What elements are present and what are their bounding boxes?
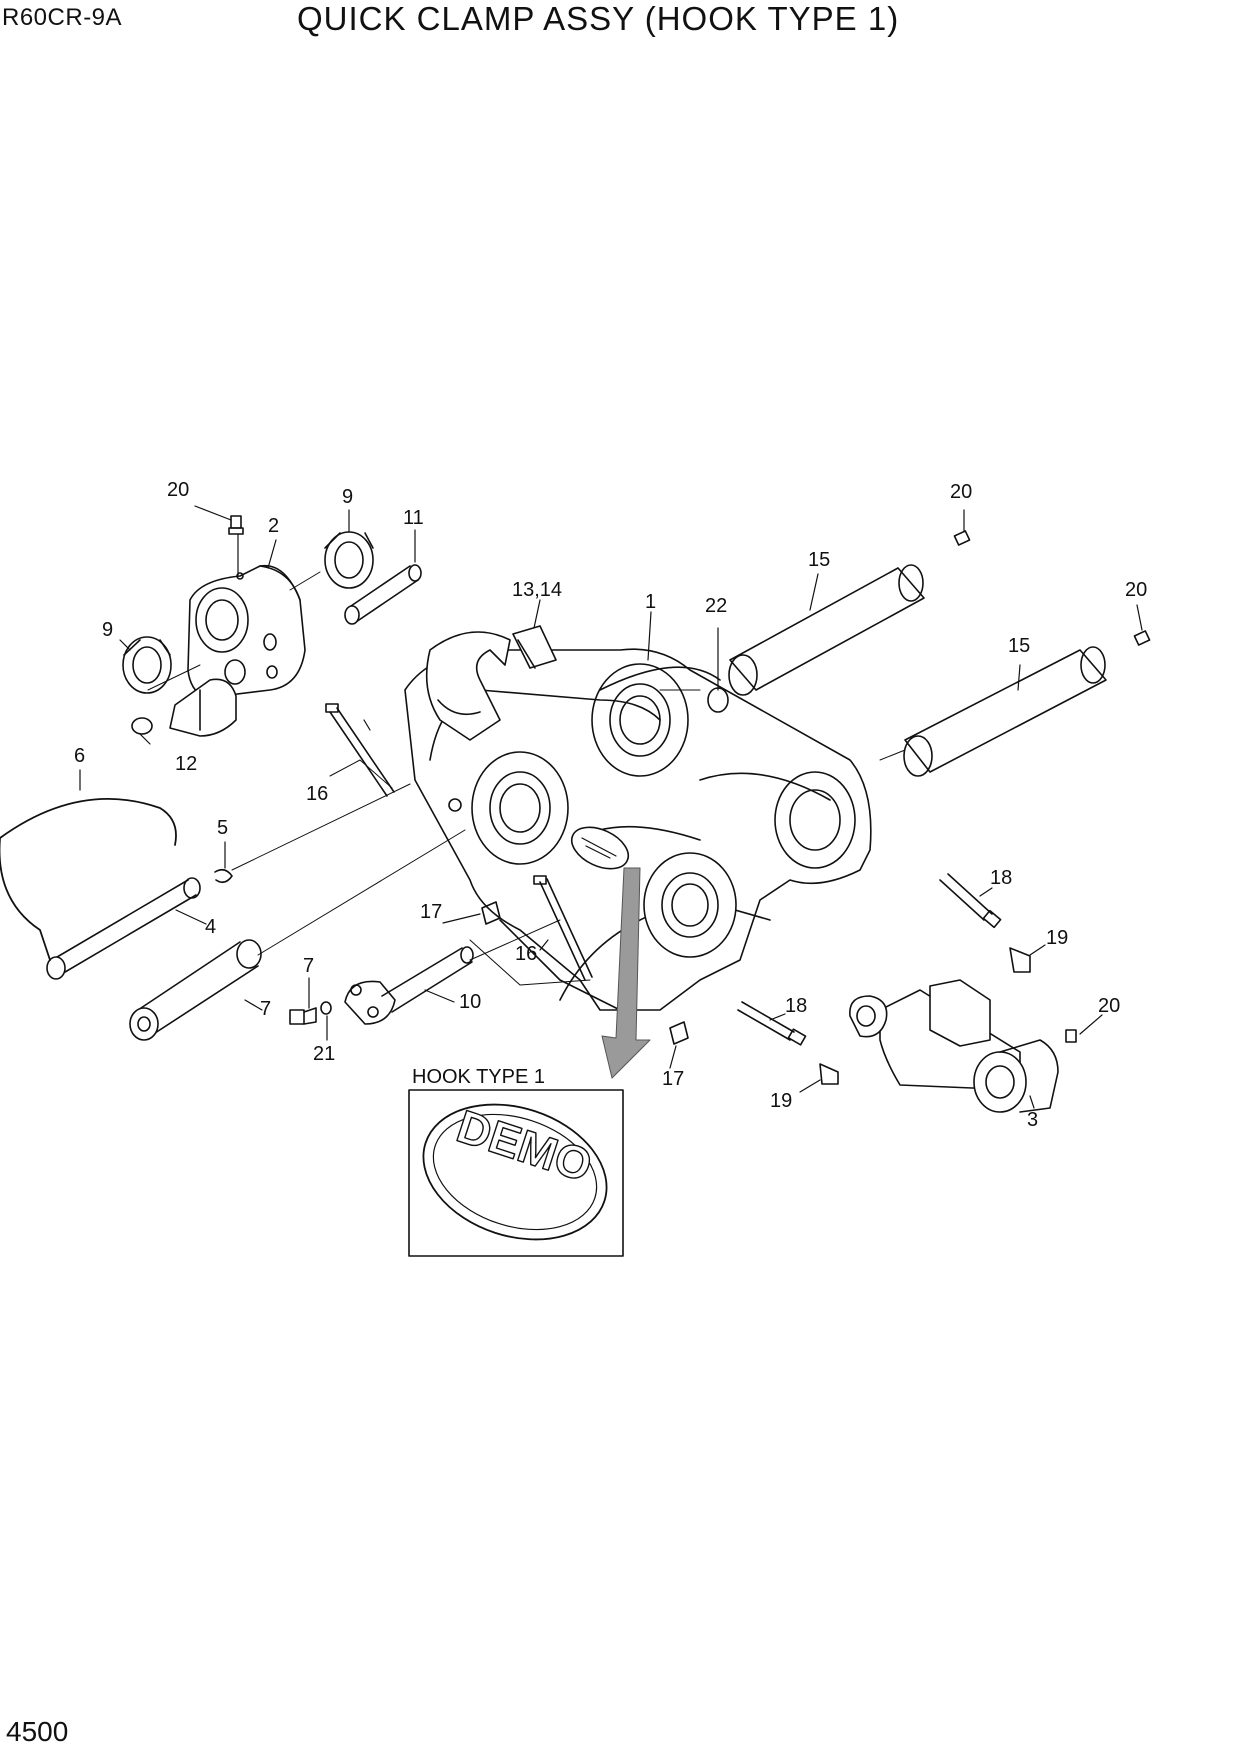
elbow-fitting-part [819,947,1031,1085]
callout-label: 19 [1046,927,1068,949]
callout-label: 16 [306,783,328,805]
guide-lines [147,571,906,986]
callout-label: 17 [662,1068,684,1090]
callout-label: 17 [420,901,442,923]
callout-label: 15 [808,549,830,571]
cylinder-tube-part [728,564,1107,777]
pin-part [129,939,262,1041]
callout-label: 13,14 [512,579,562,601]
bracket-part [512,625,557,669]
callout-label: 2 [268,515,279,537]
pin-part [0,798,201,980]
callout-label: 15 [1008,635,1030,657]
callout-label: 20 [167,479,189,501]
callout-label: 6 [74,745,85,767]
grease-nipple-part [953,530,1151,1043]
callout-label: 22 [705,595,727,617]
callout-label: 19 [770,1090,792,1112]
hook-block-part [169,564,306,737]
callout-label: 4 [205,916,216,938]
callout-label: 3 [1027,1109,1038,1131]
callout-numbers: 20 2 9 11 9 12 13,14 1 22 15 20 20 15 6 … [74,479,1147,1131]
callout-label: 18 [785,995,807,1017]
detail-arrow-icon [601,867,651,1079]
callout-label: 9 [102,619,113,641]
inset-label: HOOK TYPE 1 [412,1066,545,1088]
clamp-frame-part [404,631,872,1011]
bushing-part [122,531,374,694]
clip-part [214,868,233,884]
snap-ring-part [131,717,153,735]
detail-inset: HOOK TYPE 1 DEMO [408,1066,624,1257]
leader-lines [79,505,1143,1109]
page-number: 4500 [6,1716,69,1747]
pin-plate-part [344,946,474,1025]
grease-nipple-part [228,515,244,535]
callout-label: 21 [313,1043,335,1065]
callout-label: 7 [260,998,271,1020]
bolt-part [289,1001,332,1025]
callout-label: 1 [645,591,656,613]
bolt-part [325,703,593,981]
model-code: R60CR-9A [2,4,123,31]
page-title: QUICK CLAMP ASSY (HOOK TYPE 1) [297,0,900,37]
callout-label: 5 [217,817,228,839]
callout-label: 7 [303,955,314,977]
callout-label: 20 [950,481,972,503]
hose-part [737,873,1002,1046]
callout-label: 9 [342,486,353,508]
callout-label: 12 [175,753,197,775]
callout-label: 20 [1125,579,1147,601]
callout-label: 16 [515,943,537,965]
cylinder-assy-part [849,979,1059,1113]
nut-part [481,901,689,1045]
callout-label: 10 [459,991,481,1013]
pin-part [344,564,422,625]
callout-label: 18 [990,867,1012,889]
callout-label: 20 [1098,995,1120,1017]
callout-label: 11 [403,507,424,529]
